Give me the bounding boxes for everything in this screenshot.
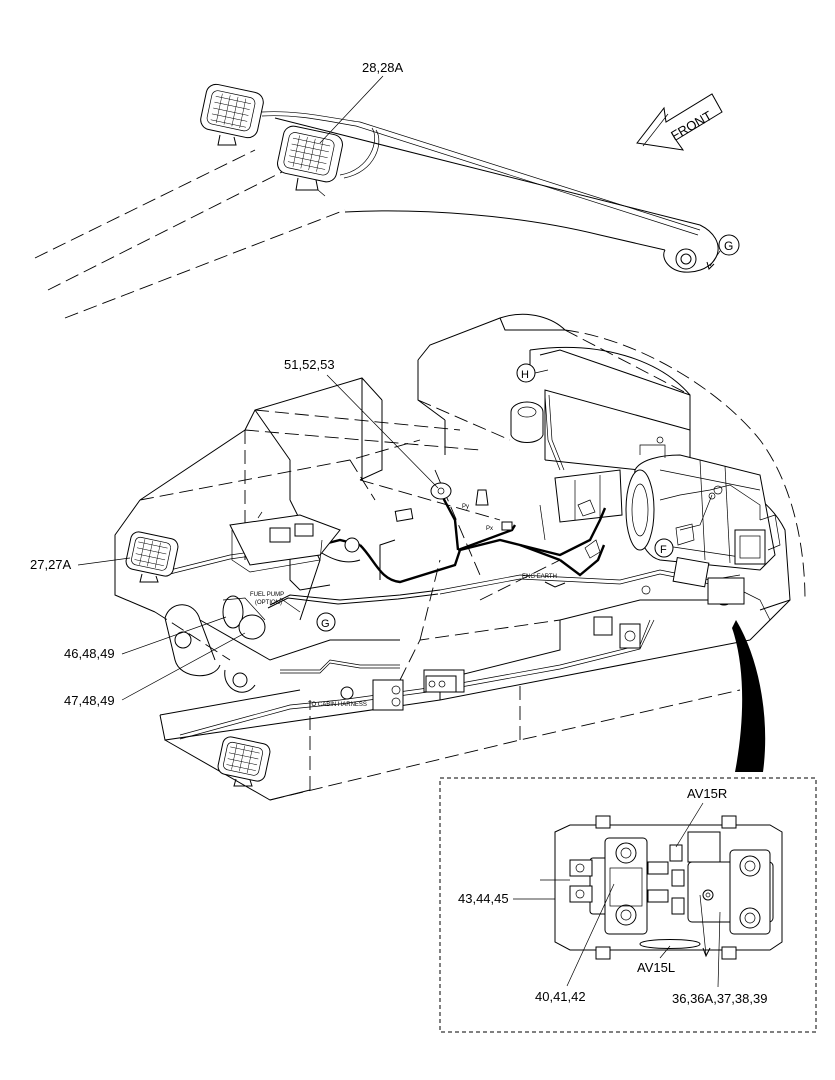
detail-bolts: [595, 815, 737, 960]
callout-relay-r-label: AV15R: [687, 786, 727, 801]
fuel-pump-option-label: (OPTION): [255, 600, 282, 606]
marker-g-top-label: G: [724, 239, 733, 253]
callout-fuel: 46,48,49 47,48,49: [64, 616, 246, 708]
work-lamp-boom-rear: [200, 83, 264, 146]
sensor-px-label: Px: [486, 526, 493, 532]
eng-earth-label: ENG EARTH: [522, 574, 557, 580]
fuel-pump: FUEL PUMP (OPTION): [222, 592, 301, 640]
work-lamp-bottom: [217, 736, 271, 787]
boom-assembly: [34, 111, 719, 319]
cabin-harness-connector: TO CABIN HARNESS: [308, 669, 465, 711]
callout-fuel-b-label: 47,48,49: [64, 693, 115, 708]
to-cabin-label: TO CABIN HARNESS: [308, 702, 367, 708]
callout-lamp-top-label: 28,28A: [362, 60, 404, 75]
callout-relay-l-label: AV15L: [637, 960, 675, 975]
fuel-pump-label: FUEL PUMP: [250, 592, 284, 598]
callout-detail-bottom-left-label: 40,41,42: [535, 989, 586, 1004]
detail-inset: 43,44,45 40,41,42 36,36A,37,38,39 AV15R …: [439, 777, 817, 1033]
callout-fuel-a-label: 46,48,49: [64, 646, 115, 661]
marker-h: H: [516, 363, 549, 383]
marker-g-mid: G: [316, 612, 336, 632]
callout-detail-bottom-right-label: 36,36A,37,38,39: [672, 991, 767, 1006]
front-arrow: FRONT: [636, 93, 723, 151]
work-lamp-boom-front: [277, 125, 343, 197]
callout-sensors-label: 51,52,53: [284, 357, 335, 372]
callout-detail-left-label: 43,44,45: [458, 891, 509, 906]
sensor-py-label: Py: [462, 504, 469, 510]
callout-lamp-left-label: 27,27A: [30, 557, 72, 572]
marker-g-top: G: [706, 234, 740, 270]
marker-f-label: F: [660, 544, 667, 556]
battery-box: [229, 511, 360, 573]
pressure-sensors: Py Px 51,52,53: [284, 357, 513, 532]
engine-relays: [577, 485, 745, 649]
marker-f: F: [654, 538, 674, 558]
marker-g-mid-label: G: [321, 618, 330, 630]
detail-pointer: [732, 620, 766, 772]
work-lamp-left: 27,27A: [30, 531, 179, 583]
engine-pump: [510, 349, 781, 571]
marker-h-label: H: [521, 369, 529, 381]
callout-lamp-top: 28,28A: [319, 60, 404, 144]
